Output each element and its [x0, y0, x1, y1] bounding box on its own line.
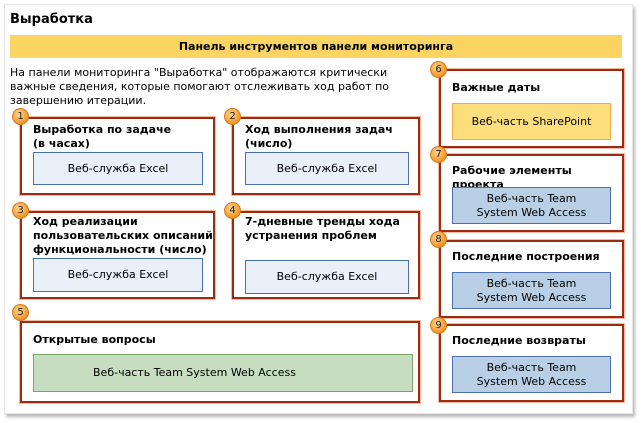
excel-web-part[interactable]: Веб-служба Excel: [33, 258, 203, 292]
number-badge-4: 4: [224, 202, 241, 219]
box-task-progress: Ход выполнения задач (число) Веб-служба …: [232, 117, 420, 195]
number-badge-1: 1: [12, 108, 29, 125]
number-badge-9: 9: [430, 317, 447, 334]
excel-web-part[interactable]: Веб-служба Excel: [245, 260, 409, 294]
excel-web-part[interactable]: Веб-служба Excel: [245, 152, 409, 185]
box-title: Ход выполнения задач (число): [245, 123, 393, 150]
box-title: Выработка по задаче (в часах): [33, 123, 172, 150]
box-recent-builds: Последние построения Веб-часть Team Syst…: [439, 240, 624, 318]
box-important-dates: Важные даты Веб-часть SharePoint: [439, 69, 624, 148]
box-burndown-hours: Выработка по задаче (в часах) Веб-служба…: [20, 117, 215, 195]
box-title: Ход реализации пользовательских описаний…: [33, 215, 213, 256]
box-title: 7-дневные тренды хода устранения проблем: [245, 215, 400, 242]
tswa-web-part[interactable]: Веб-часть Team System Web Access: [33, 354, 413, 392]
box-open-issues: Открытые вопросы Веб-часть Team System W…: [20, 321, 420, 403]
number-badge-5: 5: [12, 304, 29, 321]
box-project-work-items: Рабочие элементы проекта Веб-часть Team …: [439, 154, 624, 232]
box-user-story-progress: Ход реализации пользовательских описаний…: [20, 211, 215, 299]
tswa-web-part[interactable]: Веб-часть Team System Web Access: [452, 356, 611, 393]
number-badge-3: 3: [12, 202, 29, 219]
tswa-web-part[interactable]: Веб-часть Team System Web Access: [452, 187, 611, 224]
number-badge-7: 7: [430, 146, 447, 163]
box-title: Открытые вопросы: [33, 333, 156, 346]
number-badge-6: 6: [430, 61, 447, 78]
page-title: Выработка: [10, 12, 93, 27]
tswa-web-part[interactable]: Веб-часть Team System Web Access: [452, 272, 611, 309]
sharepoint-web-part[interactable]: Веб-часть SharePoint: [452, 103, 611, 140]
box-issue-trends: 7-дневные тренды хода устранения проблем…: [232, 211, 420, 299]
number-badge-2: 2: [224, 108, 241, 125]
excel-web-part[interactable]: Веб-служба Excel: [33, 152, 203, 185]
box-title: Важные даты: [452, 81, 541, 94]
box-title: Последние возвраты: [452, 334, 586, 347]
box-recent-checkins: Последние возвраты Веб-часть Team System…: [439, 324, 624, 402]
box-title: Последние построения: [452, 250, 600, 263]
toolbar-banner: Панель инструментов панели мониторинга: [10, 35, 622, 58]
intro-text: На панели мониторинга "Выработка" отобра…: [10, 66, 390, 107]
number-badge-8: 8: [430, 231, 447, 248]
